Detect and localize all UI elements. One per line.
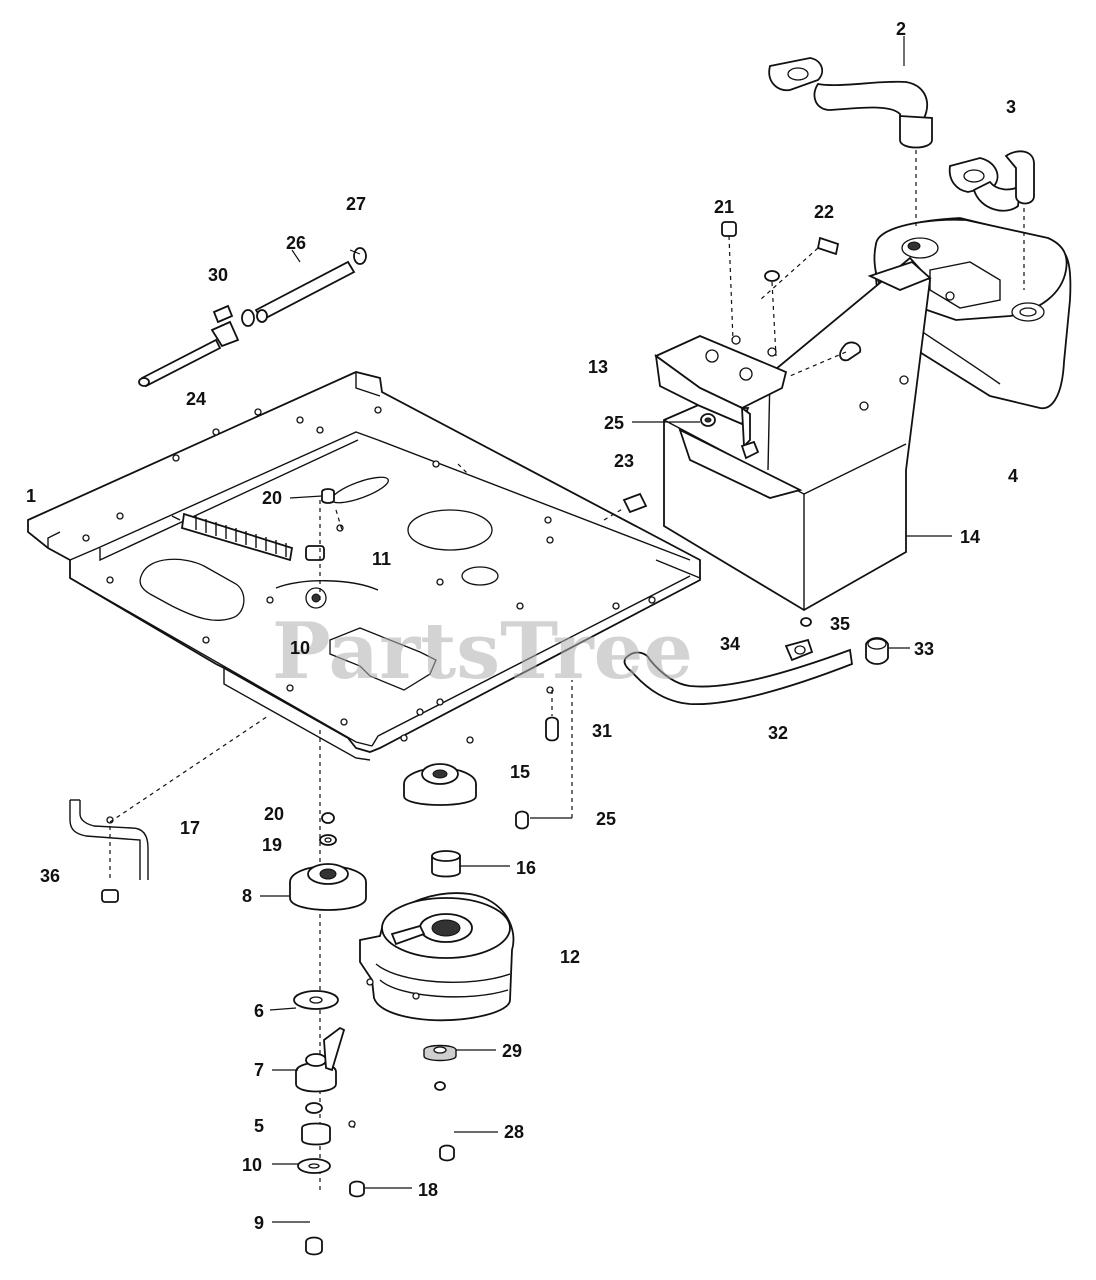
callout-10-a: 10 (290, 638, 310, 658)
callout-15: 15 (510, 762, 530, 782)
callout-4: 4 (1008, 466, 1018, 486)
bolt-lower (515, 680, 573, 830)
handle-rod (138, 247, 367, 388)
callout-22: 22 (814, 202, 834, 222)
frame-holes (82, 406, 656, 744)
mounting-bracket (654, 335, 788, 460)
callout-27: 27 (346, 194, 366, 214)
bracket-left (69, 715, 269, 903)
callout-32: 32 (768, 723, 788, 743)
frame-plate (27, 371, 701, 761)
callout-19: 19 (262, 835, 282, 855)
callout-16: 16 (516, 858, 536, 878)
callout-18: 18 (418, 1180, 438, 1200)
callout-10-b: 10 (242, 1155, 262, 1175)
callout-2: 2 (896, 19, 906, 39)
callout-24: 24 (186, 389, 206, 409)
callout-11: 11 (372, 549, 391, 569)
exhaust-pipe (768, 57, 933, 149)
callout-31: 31 (592, 721, 612, 741)
callout-20-b: 20 (264, 804, 284, 824)
callout-17: 17 (180, 818, 200, 838)
callout-8: 8 (242, 886, 252, 906)
callout-13: 13 (588, 357, 608, 377)
leader-lines (260, 36, 952, 1223)
callout-35: 35 (830, 614, 850, 634)
callout-20-a: 20 (262, 488, 282, 508)
callout-36: 36 (40, 866, 60, 886)
watermark: PartsTree (272, 606, 693, 697)
callout-12: 12 (560, 947, 580, 967)
callout-25-b: 25 (596, 809, 616, 829)
callout-3: 3 (1006, 97, 1016, 117)
callout-5: 5 (254, 1116, 264, 1136)
callout-29: 29 (502, 1041, 522, 1061)
pulley-small (403, 690, 559, 806)
callout-30: 30 (208, 265, 228, 285)
exhaust-elbow (948, 150, 1035, 212)
electric-clutch (348, 850, 515, 1198)
callout-7: 7 (254, 1060, 264, 1080)
callout-21: 21 (714, 197, 734, 217)
fuel-line (623, 617, 889, 706)
callout-1: 1 (26, 486, 36, 506)
callout-28: 28 (504, 1122, 524, 1142)
callout-9: 9 (254, 1213, 264, 1233)
callout-26: 26 (286, 233, 306, 253)
callout-labels: 1 2 3 4 5 6 7 8 9 10 10 11 12 13 14 15 1… (26, 19, 1018, 1233)
callout-25-a: 25 (604, 413, 624, 433)
callout-33: 33 (914, 639, 934, 659)
bolts (603, 221, 862, 521)
callout-34: 34 (720, 634, 740, 654)
heat-shield (663, 256, 932, 612)
callout-14: 14 (960, 527, 980, 547)
callout-23: 23 (614, 451, 634, 471)
callout-6: 6 (254, 1001, 264, 1021)
tension-spring (171, 512, 294, 562)
